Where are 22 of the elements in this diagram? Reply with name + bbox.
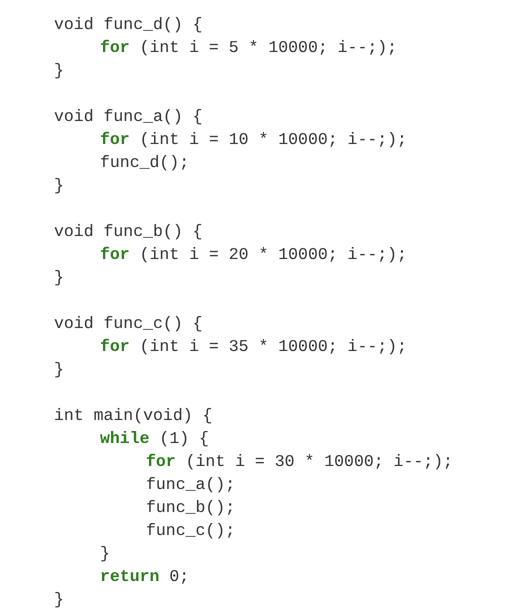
code-line: for (int i = 10 * 10000; i--;); [100,130,407,150]
code-line: } [54,268,64,288]
code-line: while (1) { [100,429,209,449]
code-line: } [54,590,64,610]
code-line: func_d(); [100,153,190,173]
code-line: } [54,61,64,81]
code-line: } [100,544,110,564]
code-line: for (int i = 30 * 10000; i--;); [146,452,453,472]
code-line: } [54,360,64,380]
code-line: void func_a() { [54,107,203,127]
code-line: func_c(); [146,521,236,541]
code-line: } [54,176,64,196]
code-line: return 0; [100,567,190,587]
code-line: for (int i = 5 * 10000; i--;); [100,38,398,58]
code-line: func_a(); [146,475,236,495]
code-line: int main(void) { [54,406,212,426]
code-line: for (int i = 20 * 10000; i--;); [100,245,407,265]
code-line: void func_b() { [54,222,203,242]
code-line: void func_d() { [54,15,203,35]
code-line: func_b(); [146,498,236,518]
code-line: for (int i = 35 * 10000; i--;); [100,337,407,357]
code-line: void func_c() { [54,314,203,334]
